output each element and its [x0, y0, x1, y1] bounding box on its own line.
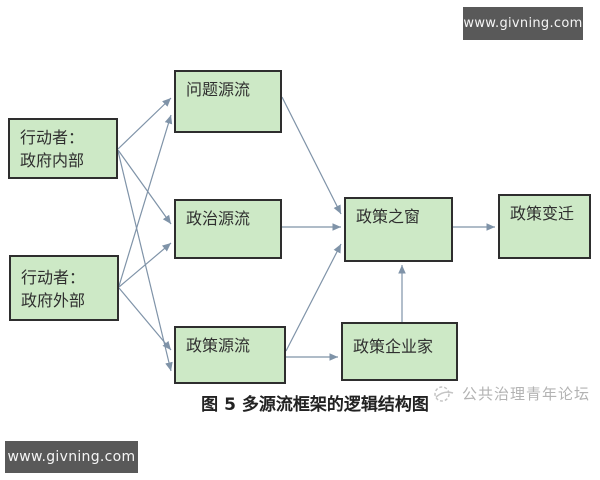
- edge-actor-internal-to-politics-stream: [117, 149, 172, 225]
- node-policy-window: 政策之窗: [344, 197, 453, 262]
- node-politics-stream: 政治源流: [174, 199, 282, 259]
- edge-actor-external-to-politics-stream: [118, 242, 172, 288]
- node-policy-stream: 政策源流: [174, 326, 286, 384]
- figure-caption: 图 5 多源流框架的逻辑结构图: [201, 395, 429, 415]
- watermark-text: 公共治理青年论坛: [462, 385, 591, 403]
- watermark: 公共治理青年论坛: [432, 383, 590, 404]
- node-problem-stream: 问题源流: [174, 70, 282, 133]
- top-brand-url: www.givning.com: [463, 16, 583, 31]
- edge-policy-stream-to-policy-window: [285, 243, 342, 352]
- node-policy-change: 政策变迁: [498, 194, 591, 259]
- bottom-brand-bar: www.givning.com: [5, 441, 138, 473]
- stamp-icon: [432, 384, 456, 404]
- node-actor-internal: 行动者： 政府内部: [8, 118, 118, 179]
- edge-actor-internal-to-policy-stream: [117, 150, 173, 372]
- top-brand-bar: www.givning.com: [463, 7, 583, 40]
- bottom-brand-url: www.givning.com: [7, 449, 136, 465]
- edge-actor-internal-to-problem-stream: [117, 97, 172, 150]
- edge-actor-external-to-policy-stream: [118, 287, 172, 351]
- edge-problem-stream-to-policy-window: [281, 96, 342, 215]
- node-actor-external: 行动者： 政府外部: [9, 255, 119, 321]
- edge-actor-external-to-problem-stream: [118, 114, 173, 287]
- node-policy-entrepreneur: 政策企业家: [341, 322, 458, 381]
